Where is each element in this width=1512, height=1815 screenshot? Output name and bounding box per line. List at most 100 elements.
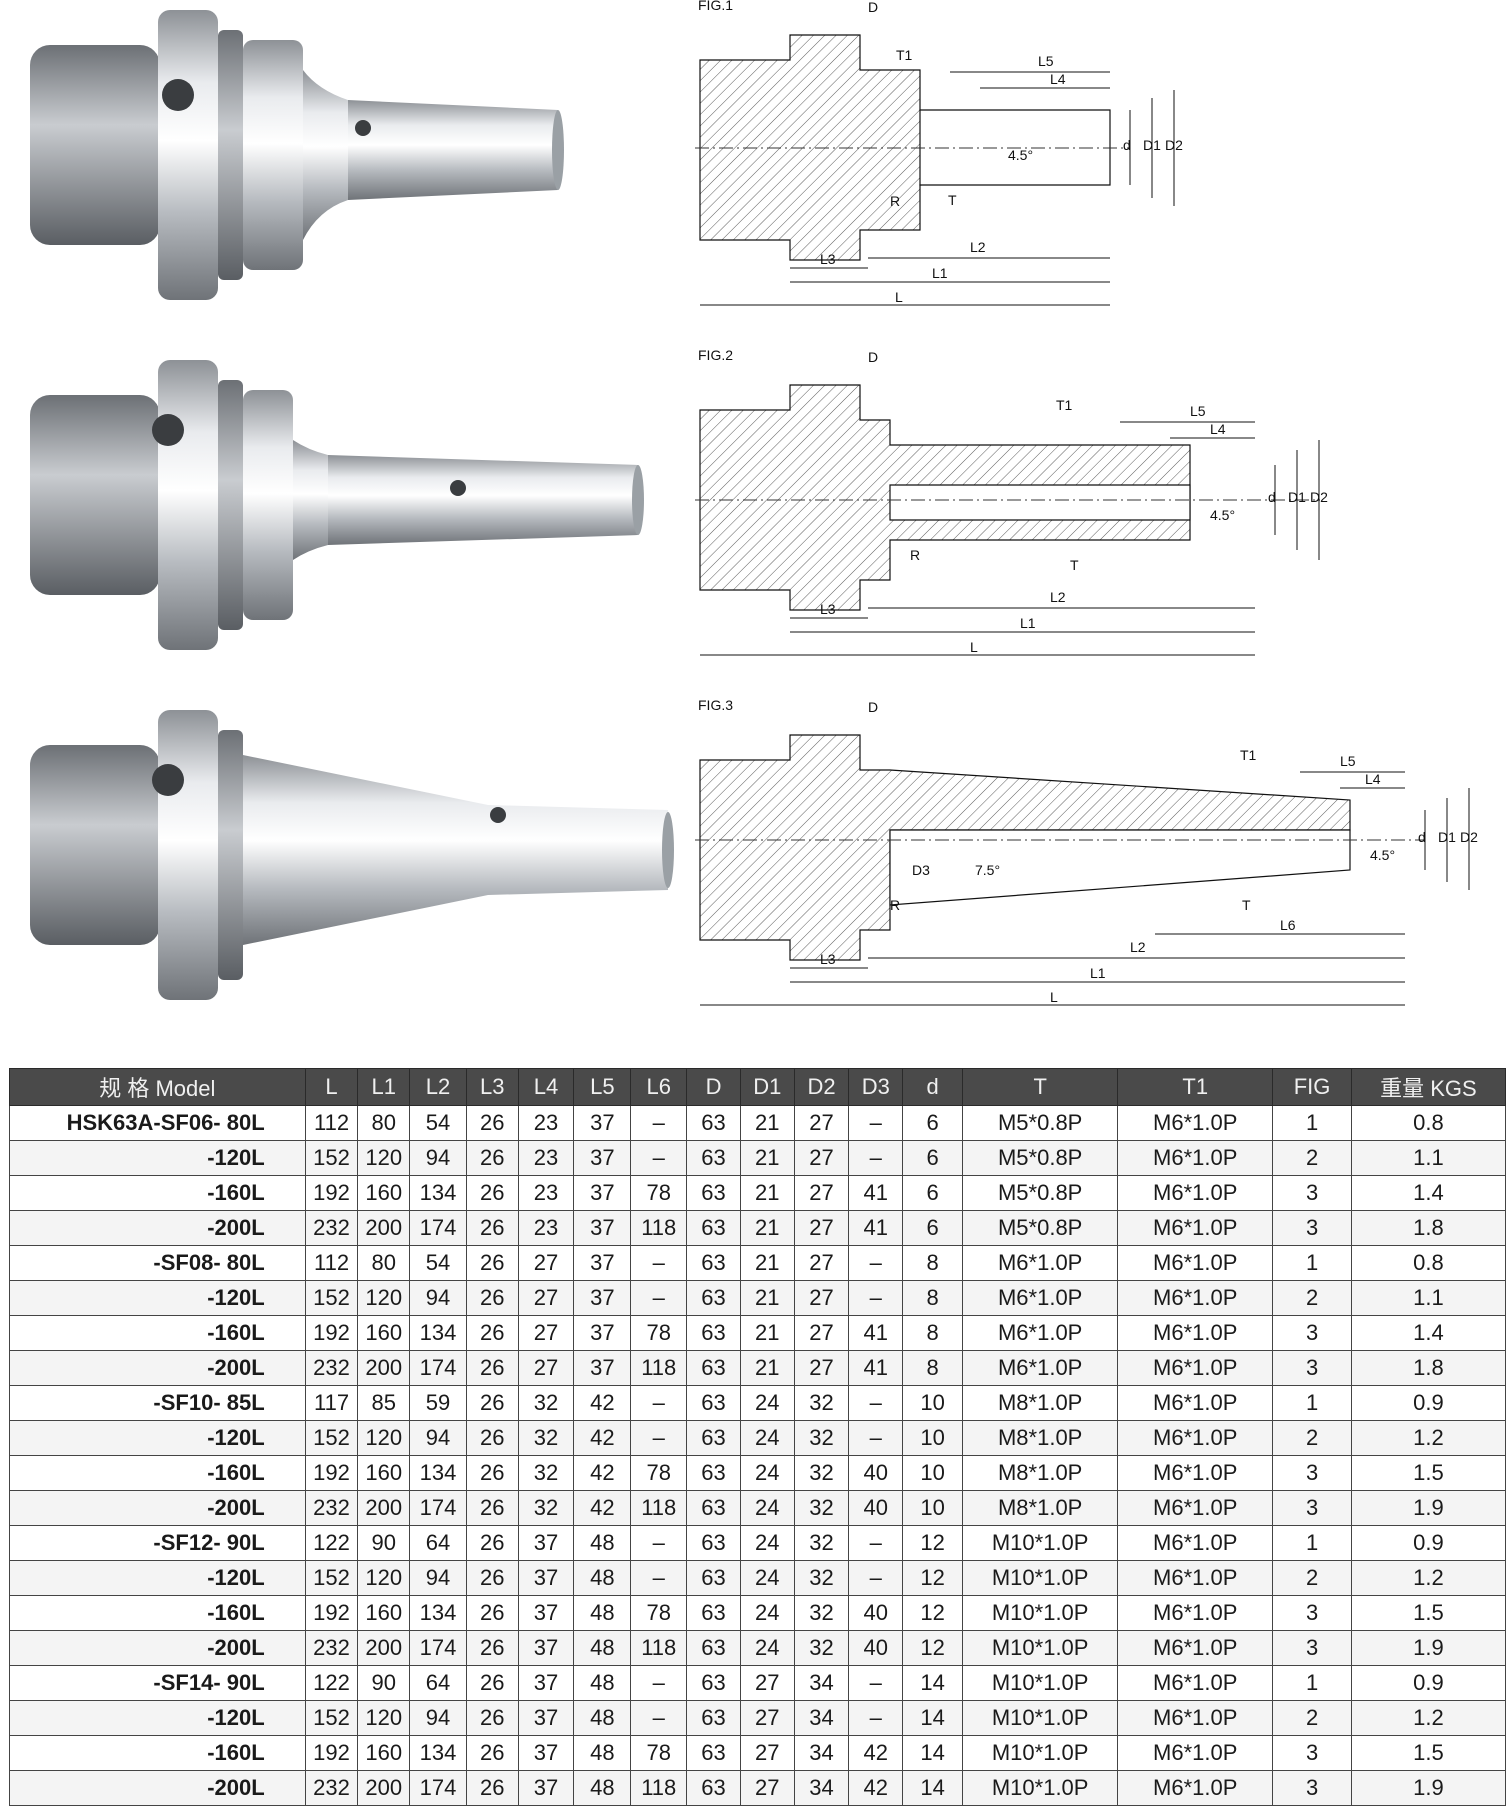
table-cell: 24 bbox=[739, 1630, 795, 1666]
table-cell: 63 bbox=[686, 1420, 741, 1456]
table-cell: 78 bbox=[630, 1595, 688, 1631]
table-cell: 0.9 bbox=[1350, 1385, 1507, 1421]
table-cell: – bbox=[848, 1665, 904, 1701]
table-cell: 112 bbox=[304, 1105, 359, 1141]
model-cell: -SF10- 85L bbox=[9, 1385, 306, 1421]
column-header: 重量 KGS bbox=[1350, 1068, 1507, 1106]
table-cell: 27 bbox=[793, 1210, 850, 1246]
table-cell: 117 bbox=[304, 1385, 359, 1421]
table-cell: M6*1.0P bbox=[1117, 1420, 1274, 1456]
table-cell: 27 bbox=[739, 1665, 795, 1701]
table-cell: 27 bbox=[793, 1245, 850, 1281]
fig2-dim-L4: L4 bbox=[1210, 421, 1226, 437]
figure-row-1: FIG.1 D T1 L5 L4 d D1 D2 4.5° R T L2 L3 … bbox=[0, 0, 1512, 330]
table-cell: 54 bbox=[409, 1105, 467, 1141]
table-cell: 14 bbox=[902, 1770, 964, 1806]
table-cell: 118 bbox=[630, 1350, 688, 1386]
table-cell: 2 bbox=[1272, 1140, 1352, 1176]
table-cell: 94 bbox=[409, 1280, 467, 1316]
table-cell: 37 bbox=[573, 1350, 632, 1386]
table-cell: 3 bbox=[1272, 1210, 1352, 1246]
table-cell: 42 bbox=[848, 1770, 904, 1806]
table-cell: M6*1.0P bbox=[962, 1245, 1119, 1281]
table-cell: 6 bbox=[902, 1105, 964, 1141]
table-cell: 32 bbox=[793, 1595, 850, 1631]
table-cell: 32 bbox=[517, 1420, 575, 1456]
table-cell: 32 bbox=[793, 1630, 850, 1666]
model-cell: -160L bbox=[9, 1455, 306, 1491]
table-cell: M6*1.0P bbox=[1117, 1700, 1274, 1736]
table-cell: 21 bbox=[739, 1175, 795, 1211]
model-cell: -120L bbox=[9, 1700, 306, 1736]
table-cell: 192 bbox=[304, 1315, 359, 1351]
table-cell: M6*1.0P bbox=[1117, 1770, 1274, 1806]
table-cell: 1.5 bbox=[1350, 1455, 1507, 1491]
model-cell: -200L bbox=[9, 1770, 306, 1806]
table-cell: 23 bbox=[517, 1175, 575, 1211]
fig2-dim-D: D bbox=[868, 350, 878, 365]
table-cell: 63 bbox=[686, 1350, 741, 1386]
table-cell: 37 bbox=[517, 1770, 575, 1806]
table-cell: 94 bbox=[409, 1420, 467, 1456]
table-cell: 41 bbox=[848, 1210, 904, 1246]
table-cell: 21 bbox=[739, 1245, 795, 1281]
table-cell: 40 bbox=[848, 1630, 904, 1666]
table-cell: 1.5 bbox=[1350, 1735, 1507, 1771]
model-cell: -200L bbox=[9, 1490, 306, 1526]
table-cell: 26 bbox=[465, 1385, 519, 1421]
table-cell: 10 bbox=[902, 1420, 964, 1456]
table-cell: 1 bbox=[1272, 1385, 1352, 1421]
table-cell: 78 bbox=[630, 1455, 688, 1491]
fig1-dim-T: T bbox=[948, 192, 957, 208]
table-cell: M10*1.0P bbox=[962, 1560, 1119, 1596]
model-cell: -200L bbox=[9, 1210, 306, 1246]
table-cell: 112 bbox=[304, 1245, 359, 1281]
table-cell: 232 bbox=[304, 1490, 359, 1526]
table-cell: 14 bbox=[902, 1665, 964, 1701]
table-cell: 34 bbox=[793, 1735, 850, 1771]
table-cell: M6*1.0P bbox=[1117, 1280, 1274, 1316]
table-cell: M5*0.8P bbox=[962, 1105, 1119, 1141]
column-header: 规 格 Model bbox=[9, 1068, 306, 1106]
table-cell: 152 bbox=[304, 1280, 359, 1316]
fig1-dim-L3: L3 bbox=[820, 251, 836, 267]
fig2-dim-L2: L2 bbox=[1050, 589, 1066, 605]
technical-drawing-fig2: FIG.2 D T1 L5 L4 d D1 D2 4.5° R T L2 L3 … bbox=[695, 350, 1328, 656]
table-cell: – bbox=[630, 1280, 688, 1316]
table-cell: 63 bbox=[686, 1315, 741, 1351]
table-cell: 1.5 bbox=[1350, 1595, 1507, 1631]
table-cell: M6*1.0P bbox=[1117, 1385, 1274, 1421]
table-cell: 1.9 bbox=[1350, 1630, 1507, 1666]
model-cell: -200L bbox=[9, 1350, 306, 1386]
table-cell: M5*0.8P bbox=[962, 1210, 1119, 1246]
table-cell: 1.4 bbox=[1350, 1315, 1507, 1351]
table-cell: 63 bbox=[686, 1175, 741, 1211]
table-cell: 26 bbox=[465, 1700, 519, 1736]
table-cell: M6*1.0P bbox=[1117, 1210, 1274, 1246]
table-cell: 40 bbox=[848, 1595, 904, 1631]
table-cell: 78 bbox=[630, 1315, 688, 1351]
table-cell: 3 bbox=[1272, 1770, 1352, 1806]
table-cell: 134 bbox=[409, 1315, 467, 1351]
table-cell: 63 bbox=[686, 1245, 741, 1281]
table-cell: M8*1.0P bbox=[962, 1455, 1119, 1491]
table-cell: 90 bbox=[357, 1525, 411, 1561]
table-cell: 10 bbox=[902, 1385, 964, 1421]
table-cell: M10*1.0P bbox=[962, 1525, 1119, 1561]
table-cell: M6*1.0P bbox=[1117, 1735, 1274, 1771]
table-cell: 1.1 bbox=[1350, 1140, 1507, 1176]
table-cell: 8 bbox=[902, 1280, 964, 1316]
table-cell: 152 bbox=[304, 1140, 359, 1176]
fig1-dim-D: D bbox=[868, 0, 878, 15]
table-cell: 37 bbox=[517, 1525, 575, 1561]
table-cell: 41 bbox=[848, 1350, 904, 1386]
table-cell: 26 bbox=[465, 1140, 519, 1176]
table-cell: 63 bbox=[686, 1105, 741, 1141]
column-header: D2 bbox=[793, 1068, 850, 1106]
table-cell: M5*0.8P bbox=[962, 1140, 1119, 1176]
